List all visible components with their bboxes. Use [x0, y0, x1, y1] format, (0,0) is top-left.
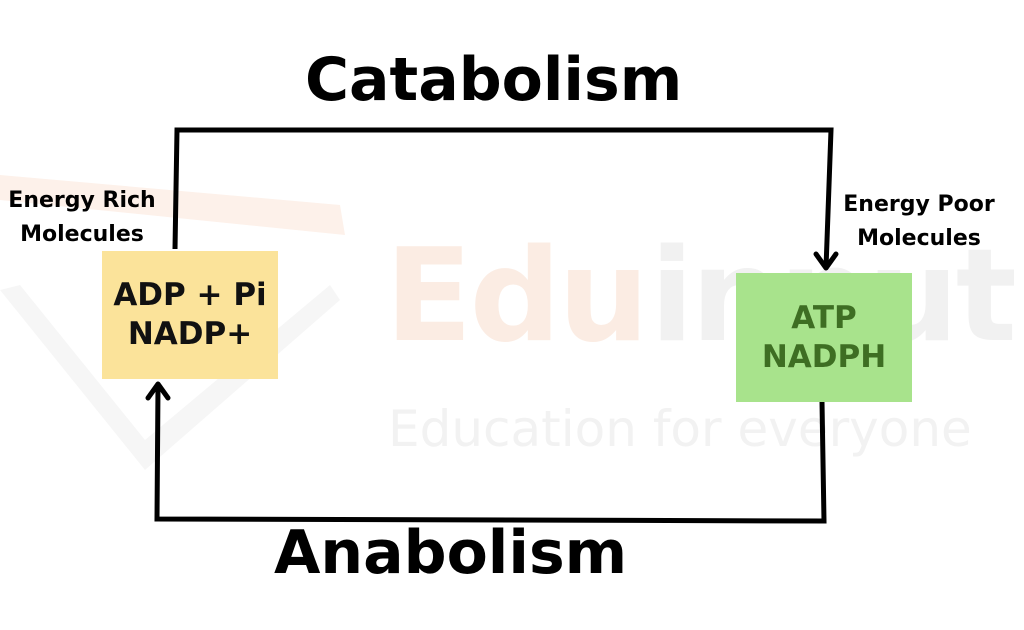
energy-rich-line-1: Energy Rich [8, 188, 156, 213]
energy-poor-line-2: Molecules [857, 226, 981, 251]
energy-poor-annotation: Energy Poor Molecules [842, 188, 996, 256]
catabolism-arrowhead [813, 251, 839, 271]
anabolism-arrowhead [145, 381, 171, 401]
nadph-line: NADPH [761, 338, 887, 375]
anabolism-arrow [154, 385, 827, 524]
adp-nadp-box: ADP + Pi NADP+ [102, 251, 278, 379]
atp-line: ATP [791, 299, 857, 336]
catabolism-label: Catabolism [305, 45, 683, 115]
anabolism-label: Anabolism [274, 518, 628, 588]
atp-nadph-box: ATP NADPH [736, 273, 912, 402]
nadp-line: NADP+ [127, 316, 253, 352]
energy-rich-annotation: Energy Rich Molecules [6, 184, 158, 252]
catabolism-arrow [172, 127, 834, 269]
adp-line: ADP + Pi [113, 277, 267, 314]
energy-rich-line-2: Molecules [20, 222, 144, 247]
energy-poor-line-1: Energy Poor [843, 192, 995, 217]
